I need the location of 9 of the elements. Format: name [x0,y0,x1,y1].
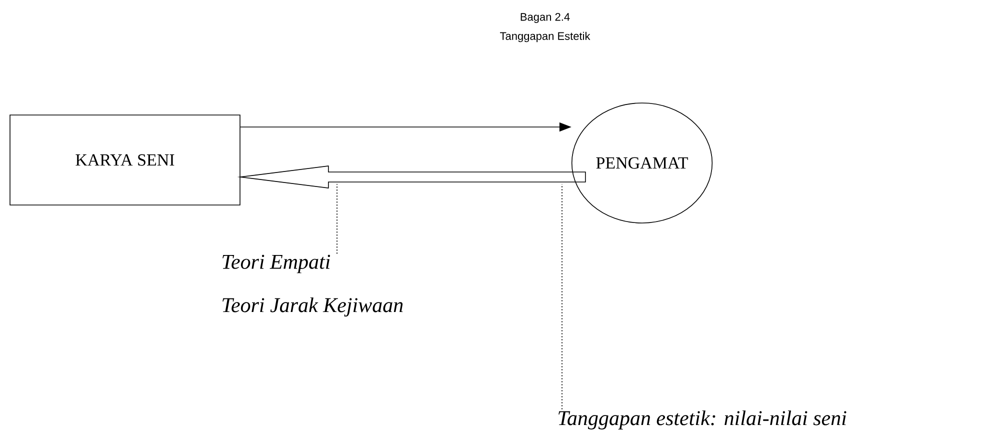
annotation-text: Tanggapan estetik: nilai-nilai seni [558,410,846,430]
process-box: KARYA SENI [10,114,240,206]
title: Bagan 2.4 [520,13,570,23]
hollow-arrow [237,166,586,188]
ellipse-node: PENGAMAT [571,102,713,224]
leader-line [336,184,338,254]
subtitle: Tanggapan Estetik [500,32,590,42]
annotation-text: Teori Empati [222,254,330,274]
annotation-text: Teori Jarak Kejiwaan [222,297,403,317]
